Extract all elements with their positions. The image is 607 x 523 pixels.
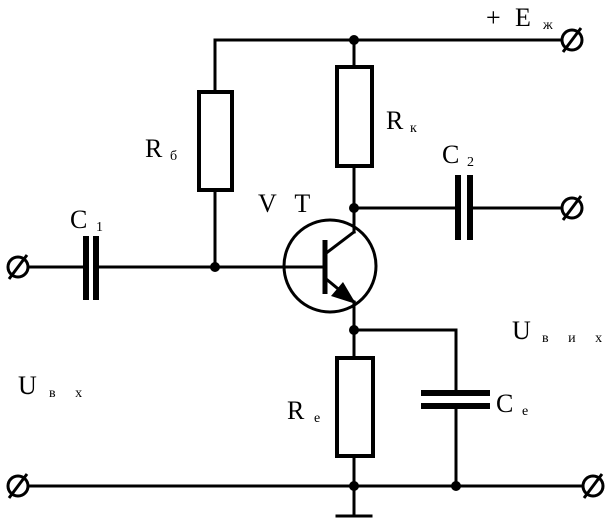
- supply-main: E: [515, 3, 537, 32]
- transistor-envelope: [282, 218, 378, 314]
- label-rb: R б: [145, 134, 185, 164]
- re-sub: е: [314, 411, 328, 426]
- label-c2: C 2: [442, 140, 482, 170]
- rb-sub: б: [170, 149, 185, 164]
- label-rk: R к: [386, 106, 425, 136]
- label-uvx: U в х: [18, 371, 90, 401]
- resistor-re: [335, 356, 375, 458]
- c1-main: C: [70, 205, 93, 234]
- ce-main: C: [496, 389, 519, 418]
- transistor-vt: [282, 218, 378, 314]
- c2-main: C: [442, 140, 465, 169]
- terminal-output: [560, 195, 584, 221]
- rk-main: R: [386, 106, 409, 135]
- re-main: R: [287, 396, 310, 425]
- vt-main: V T: [258, 189, 316, 218]
- label-supply: + E ж: [486, 3, 561, 33]
- label-vt: V T: [258, 189, 316, 218]
- label-ce: C е: [496, 389, 536, 419]
- supply-sign: +: [486, 3, 507, 32]
- uvyx-sub: в и х: [542, 331, 607, 346]
- terminal-ground-left: [6, 473, 30, 499]
- capacitor-c1: [83, 236, 99, 300]
- junction-dot: [349, 35, 359, 45]
- rk-sub: к: [410, 121, 425, 136]
- junction-dot: [349, 481, 359, 491]
- uvx-sub: в х: [49, 386, 90, 401]
- wires: [26, 38, 587, 518]
- terminal-input: [6, 254, 30, 280]
- resistor-rb: [197, 90, 234, 192]
- uvx-main: U: [18, 371, 43, 400]
- uvyx-main: U: [512, 316, 537, 345]
- supply-sub: ж: [542, 18, 561, 33]
- c1-sub: 1: [96, 220, 111, 235]
- transistor-collector-lead: [322, 229, 357, 257]
- capacitor-c2: [455, 175, 473, 240]
- ce-sub: е: [522, 404, 536, 419]
- label-c1: C 1: [70, 205, 111, 235]
- junctions: [210, 35, 461, 491]
- label-re: R е: [287, 396, 328, 426]
- junction-dot: [349, 325, 359, 335]
- junction-dot: [210, 262, 220, 272]
- junction-dot: [451, 481, 461, 491]
- junction-dot: [349, 203, 359, 213]
- emitter-arrow-icon: [331, 282, 356, 304]
- c2-sub: 2: [467, 155, 482, 170]
- capacitor-ce: [421, 390, 490, 409]
- terminal-ground-right: [581, 473, 605, 499]
- terminal-supply: [560, 27, 584, 53]
- label-uvyx: U в и х: [512, 316, 607, 346]
- resistor-rk: [335, 65, 374, 168]
- rb-main: R: [145, 134, 168, 163]
